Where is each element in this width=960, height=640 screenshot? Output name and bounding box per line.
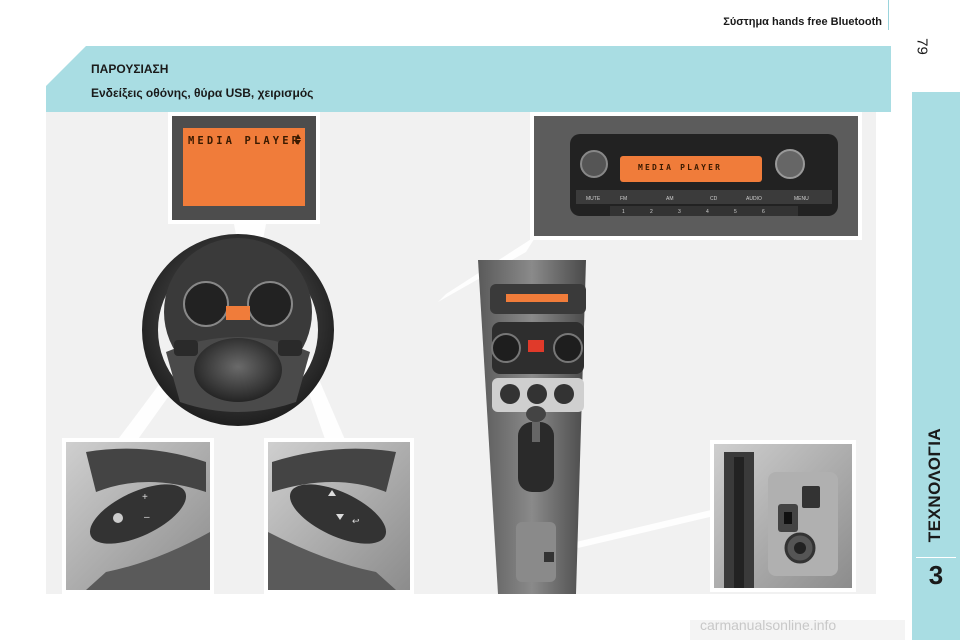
section-title: ΠΑΡΟΥΣΙΑΣΗ — [91, 62, 169, 76]
svg-text:+: + — [142, 492, 148, 503]
chapter-label: ΤΕΧΝΟΛΟΓΙΑ — [915, 420, 955, 550]
steering-wheel — [142, 234, 334, 426]
radio-button-am: AM — [666, 196, 674, 202]
radio-button-menu: MENU — [794, 196, 809, 202]
radio-button-fm: FM — [620, 196, 627, 202]
display-inset: MEDIA PLAYER — [168, 112, 320, 224]
display-screen — [183, 128, 305, 206]
display-text: MEDIA PLAYER — [188, 135, 301, 147]
page-number: 79 — [913, 38, 931, 55]
preset-5: 5 — [734, 209, 737, 215]
right-controls-inset: ↩ — [264, 438, 414, 594]
preset-6: 6 — [762, 209, 765, 215]
header-title: Σύστημα hands free Bluetooth — [723, 16, 882, 28]
preset-4: 4 — [706, 209, 709, 215]
watermark: carmanualsonline.info — [700, 617, 837, 633]
chapter-tab — [912, 92, 960, 640]
svg-text:–: – — [144, 512, 150, 523]
preset-2: 2 — [650, 209, 653, 215]
chapter-label-text: ΤΕΧΝΟΛΟΓΙΑ — [925, 427, 944, 543]
chapter-tab-divider — [916, 557, 956, 558]
radio-display-text: MEDIA PLAYER — [638, 163, 722, 172]
callout-beam-usb — [576, 510, 714, 548]
usb-port-inset — [710, 440, 856, 592]
radio-button-cd: CD — [710, 196, 718, 202]
svg-text:↩: ↩ — [352, 516, 360, 526]
left-controls-inset: + – — [62, 438, 214, 594]
usb-port-icon — [784, 512, 792, 524]
radio-inset: MEDIA PLAYER MUTE FM AM CD AUDIO MENU 1 … — [530, 112, 862, 240]
console-radio-display — [506, 294, 568, 302]
illustration-svg: MEDIA PLAYER MEDIA PLAYER MUTE FM AM CD … — [62, 112, 862, 594]
radio-button-audio: AUDIO — [746, 196, 762, 202]
section-banner — [46, 46, 891, 112]
watermark-bar — [690, 620, 905, 640]
header-divider — [888, 0, 889, 30]
preset-1: 1 — [622, 209, 625, 215]
chapter-number: 3 — [928, 560, 944, 590]
section-subtitle: Ενδείξεις οθόνης, θύρα USB, χειρισμός — [91, 86, 314, 100]
dashboard-illustration: MEDIA PLAYER MEDIA PLAYER MUTE FM AM CD … — [46, 112, 876, 594]
centre-console — [478, 260, 586, 594]
radio-button-mute: MUTE — [586, 196, 601, 202]
radio-display — [620, 156, 762, 182]
cluster-display — [226, 306, 250, 320]
preset-3: 3 — [678, 209, 681, 215]
